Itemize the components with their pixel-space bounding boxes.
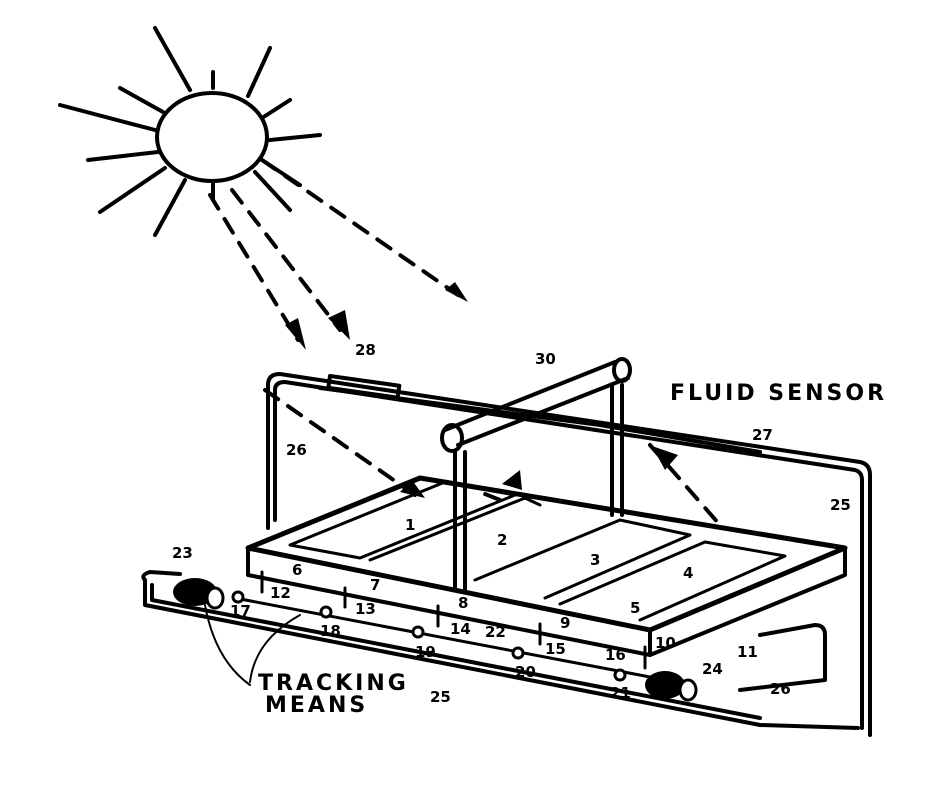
- fluid-sensor-label: FLUID SENSOR: [670, 381, 887, 406]
- ref-20: 20: [515, 663, 536, 681]
- ref-14: 14: [450, 620, 471, 638]
- ref-21: 21: [610, 684, 631, 702]
- ref-23: 23: [172, 544, 193, 562]
- sun-icon: [60, 28, 320, 235]
- ref-1: 1: [405, 516, 415, 534]
- ref-15: 15: [545, 640, 566, 658]
- means-label: MEANS: [265, 693, 368, 718]
- ref-4: 4: [683, 564, 693, 582]
- ref-24: 24: [702, 660, 723, 678]
- ref-5: 5: [630, 599, 640, 617]
- ref-18: 18: [320, 622, 341, 640]
- ref-28: 28: [355, 341, 376, 359]
- ref-17: 17: [230, 602, 251, 620]
- ref-6: 6: [292, 561, 302, 579]
- ref-11: 11: [737, 643, 758, 661]
- ref-26-left: 26: [286, 441, 307, 459]
- ref-27: 27: [752, 426, 773, 444]
- ref-19: 19: [415, 643, 436, 661]
- ref-2: 2: [497, 531, 507, 549]
- ref-8: 8: [458, 594, 468, 612]
- ref-30: 30: [535, 350, 556, 368]
- ref-16: 16: [605, 646, 626, 664]
- tracking-motors: [173, 578, 696, 700]
- ref-9: 9: [560, 614, 570, 632]
- ref-12: 12: [270, 584, 291, 602]
- ref-7: 7: [370, 576, 380, 594]
- ref-25-right: 25: [830, 496, 851, 514]
- ref-25-bottom: 25: [430, 688, 451, 706]
- ref-10: 10: [655, 634, 676, 652]
- ref-22: 22: [485, 623, 506, 641]
- ref-3: 3: [590, 551, 600, 569]
- ref-26-bottom: 26: [770, 680, 791, 698]
- ref-13: 13: [355, 600, 376, 618]
